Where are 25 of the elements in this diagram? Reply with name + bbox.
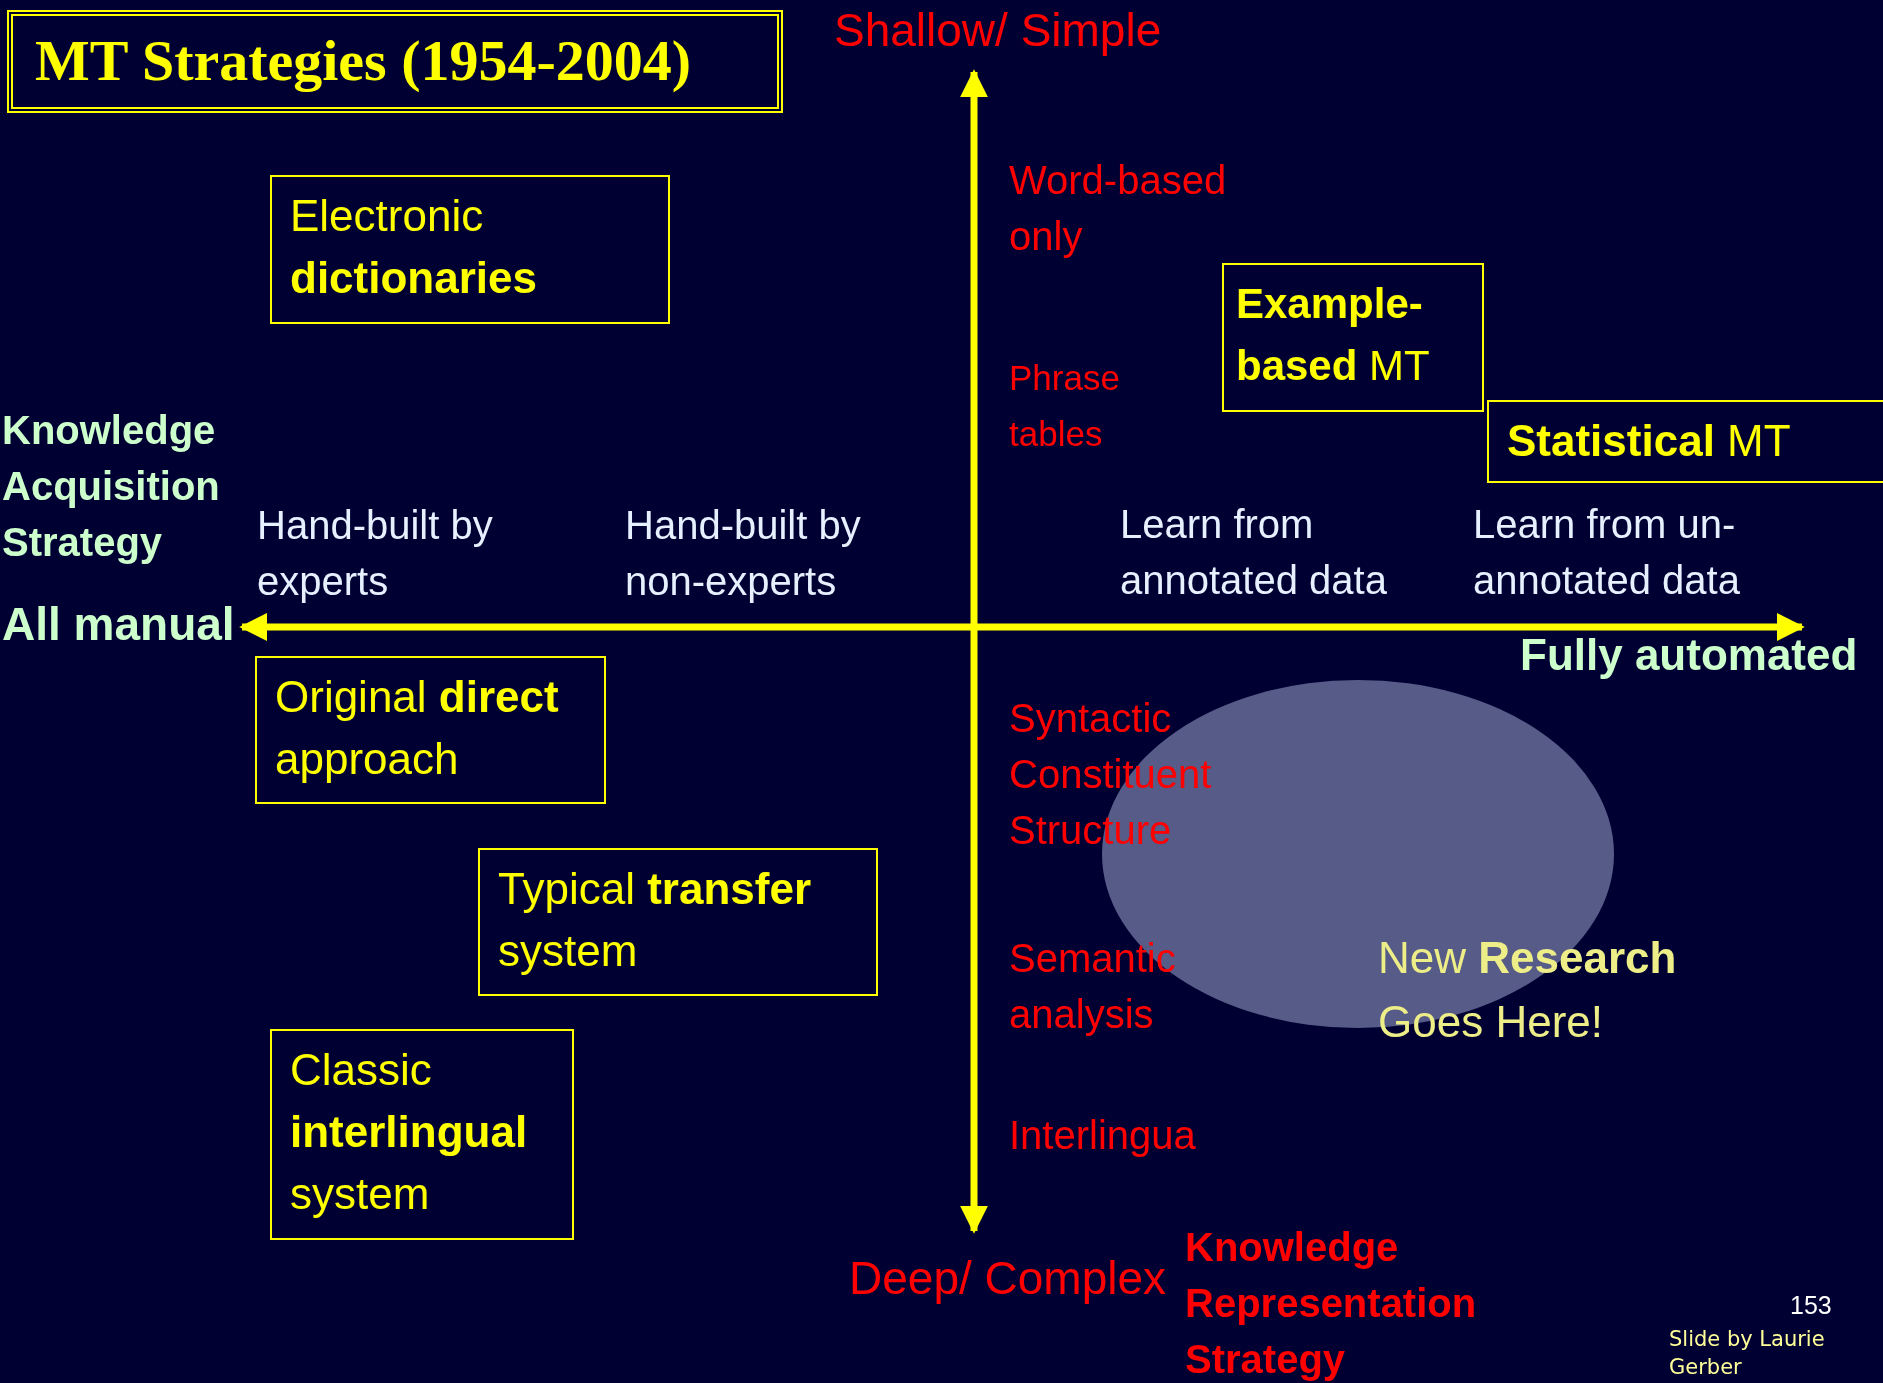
scale-label: Word-based only [1009,157,1228,260]
scale-label: Phrase tables [1009,357,1121,455]
scale-label: Learn from un-annotated data [1473,501,1741,604]
axis-label: All manual [2,597,236,652]
credit-note: Slide by Laurie Gerber [1669,1326,1826,1381]
strategy-box: Electronic dictionaries [270,175,670,324]
axis-title: Knowledge Acquisition Strategy [2,407,221,566]
strategy-box: Classic interlingual system [270,1029,574,1240]
axis-label: Shallow/ Simple [834,3,1163,58]
axis-title: Knowledge Representation Strategy [1185,1224,1478,1383]
scale-label: Hand-built by experts [257,502,494,605]
title: MT Strategies (1954-2004) [7,10,783,113]
page-number: 153 [1790,1290,1833,1320]
research-text: New Research Goes Here! [1378,932,1678,1048]
strategy-box: Statistical MT [1487,400,1883,483]
axis-label: Fully automated [1520,629,1859,681]
strategy-box: Typical transfer system [478,848,878,996]
strategy-box: Example-based MT [1222,263,1484,412]
strategy-box: Original direct approach [255,656,606,804]
scale-label: Semantic analysis [1009,935,1177,1038]
scale-label: Syntactic Constituent Structure [1009,695,1213,854]
axis-label: Deep/ Complex [849,1251,1168,1306]
scale-label: Hand-built by non-experts [625,502,862,605]
scale-label: Learn from annotated data [1120,501,1388,604]
scale-label: Interlingua [1009,1112,1197,1159]
